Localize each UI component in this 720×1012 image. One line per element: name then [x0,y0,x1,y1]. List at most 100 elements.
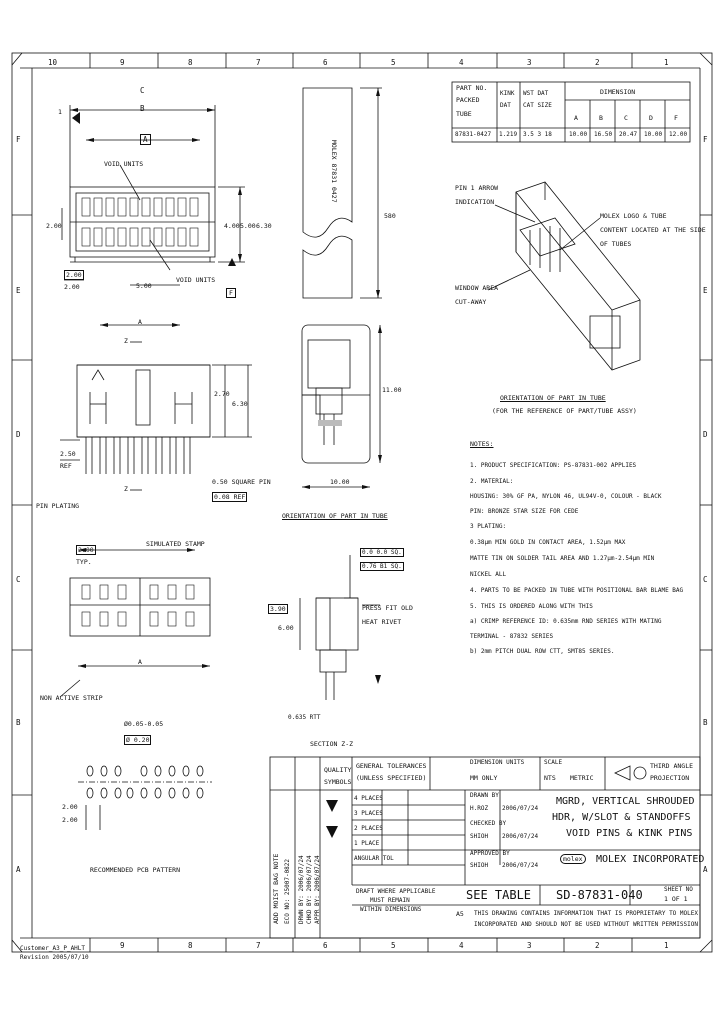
iso-molex-label: MOLEX LOGO & TUBE [600,212,667,220]
note-line-2: 2. MATERIAL: [470,478,514,485]
row-label-A-right: A [703,865,708,874]
iso-window-label-2: CUT-AWAY [455,298,487,306]
tube-marking: MOLEX 87831 0427 [330,140,338,203]
tol-3-places: 3 PLACES [354,810,383,817]
zz-gdt-2: 0.76 B1 SQ. [360,562,404,571]
note-line-13: b) 2mm PITCH DUAL ROW CTT, SMT85 SERIES. [470,648,615,655]
approved-by-date: APPR BY: 2006/07/24 [314,855,321,924]
revision: A5 [456,910,464,918]
bottom-position-label: SIMULATED STAMP [146,540,205,548]
row-label-C: C [16,575,21,584]
side-dim-6-30: 6.30 [232,400,248,408]
table-cell-b: 16.50 [594,131,613,138]
col-label-3-bottom: 3 [527,941,532,950]
col-label-3: 3 [527,58,532,67]
note-line-4: PIN: BRONZE STAR SIZE FOR CEDE [470,508,579,515]
section-marker-z-bottom: Z [124,485,128,493]
description-line-1: MGRD, VERTICAL SHROUDED [556,796,695,807]
col-label-7-bottom: 7 [256,941,261,950]
notes-title: NOTES: [470,440,494,448]
pcb-dim-2-00-b: 2.00 [62,816,78,824]
table-col-d: D [649,114,653,122]
dim-4-00: 4.00 [224,222,240,230]
col-label-4: 4 [459,58,464,67]
col-label-1: 1 [664,58,669,67]
scale-value: NTS [544,774,556,782]
note-line-9: 4. PARTS TO BE PACKED IN TUBE WITH POSIT… [470,587,684,594]
col-label-2-bottom: 2 [595,941,600,950]
table-col-a: A [574,114,578,122]
side-dim-2-70: 2.70 [214,390,230,398]
bottom-dim-typ: TYP. [76,558,92,566]
checked-by-date: CHKD BY: 2006/07/24 [306,855,313,924]
row-label-F-right: F [703,135,708,144]
table-header-part: PART NO. [456,84,488,92]
tube-dim-10-00: 10.00 [330,478,350,486]
approved-by-date-cell: 2006/07/24 [502,862,539,869]
void-units-top: VOID UNITS [104,160,144,168]
zz-gdt-1: 0.0 0.0 SQ. [360,548,404,557]
note-line-11: a) CRIMP REFERENCE ID: 0.635mm RND SERIE… [470,618,662,625]
description-line-2: HDR, W/SLOT & STANDOFFS [552,812,691,823]
note-line-12: TERMINAL - 87832 SERIES [470,633,554,640]
quality-symbols: QUALITY [324,766,352,774]
col-label-8-bottom: 8 [188,941,193,950]
side-tip-label-2: 0.08 REF [212,492,248,502]
note-line-5: 3 PLATING: [470,523,507,530]
dim-a-box: A [140,134,151,145]
table-header-wst: WST DAT [523,90,549,97]
table-header-dimension: DIMENSION [600,88,636,96]
outer-border [11,52,713,953]
table-col-b: B [599,114,603,122]
table-col-c: C [624,114,628,122]
document-number: SD-87831-040 [556,888,643,902]
pin-one-marker: 1 [58,108,62,116]
pcb-caption: RECOMMENDED PCB PATTERN [90,866,181,874]
pcb-tolerance-2: Ø 0.20 [124,735,152,745]
col-label-9-bottom: 9 [120,941,125,950]
drawn-by-date-cell: 2006/07/24 [502,805,539,812]
third-angle-2: PROJECTION [650,774,690,782]
checked-by-label: CHECKED BY [470,820,507,827]
row-label-E-right: E [703,286,708,295]
see-table: SEE TABLE [466,888,532,902]
col-label-1-bottom: 1 [664,941,669,950]
col-label-2: 2 [595,58,600,67]
proprietary-line-2: INCORPORATED AND SHOULD NOT BE USED WITH… [474,921,698,928]
dimension-units-label: DIMENSION UNITS [470,759,525,766]
col-label-10: 10 [48,58,58,67]
checked-by-date-cell: 2006/07/24 [502,833,539,840]
note-line-10: 5. THIS IS ORDERED ALONG WITH THIS [470,603,593,610]
col-label-6: 6 [323,58,328,67]
molex-logo: molex [560,854,586,864]
zz-finish: PRESS FIT OLD [362,604,413,612]
approved-by-label: APPROVED BY [470,850,510,857]
footer-template: Customer_A3_P_AHLT [20,945,86,952]
table-cell-f: 12.00 [669,131,688,138]
col-label-8: 8 [188,58,193,67]
moist-bag-note: ADD MOIST BAG NOTE [272,853,280,924]
table-cell-wst: 3.5 3 18 [523,131,552,138]
col-label-7: 7 [256,58,261,67]
row-label-B-right: B [703,718,708,727]
side-tip-label: 0.50 SQUARE PIN [212,478,271,486]
dim-c: C [140,86,145,95]
bottom-dim-2-00: 2.00 [76,545,96,555]
row-label-E: E [16,286,21,295]
checked-by-name: SHIOH [470,833,489,840]
general-tolerances-2: (UNLESS SPECIFIED) [356,774,427,782]
front-cavities [81,197,199,627]
iso-window-label: WINDOW AREA [455,284,499,292]
dim-2-00-left: 2.00 [46,222,62,230]
table-header-wst-2: CAT SIZE [523,102,552,109]
description-line-3: VOID PINS & KINK PINS [566,828,693,839]
iso-molex-label-2: CONTENT LOCATED AT THE SIDE [600,226,706,234]
zz-finish-2: HEAT RIVET [362,618,402,626]
dim-5-00-bottom: 5.00 [136,282,152,290]
table-cell-c: 20.47 [619,131,638,138]
table-header-kink-2: DAT [500,102,511,109]
iso-caption-2: (FOR THE REFERENCE OF PART/TUBE ASSY) [492,407,637,415]
note-line-8: NICKEL ALL [470,571,507,578]
col-label-4-bottom: 4 [459,941,464,950]
sheet-value: 1 OF 1 [664,895,688,903]
